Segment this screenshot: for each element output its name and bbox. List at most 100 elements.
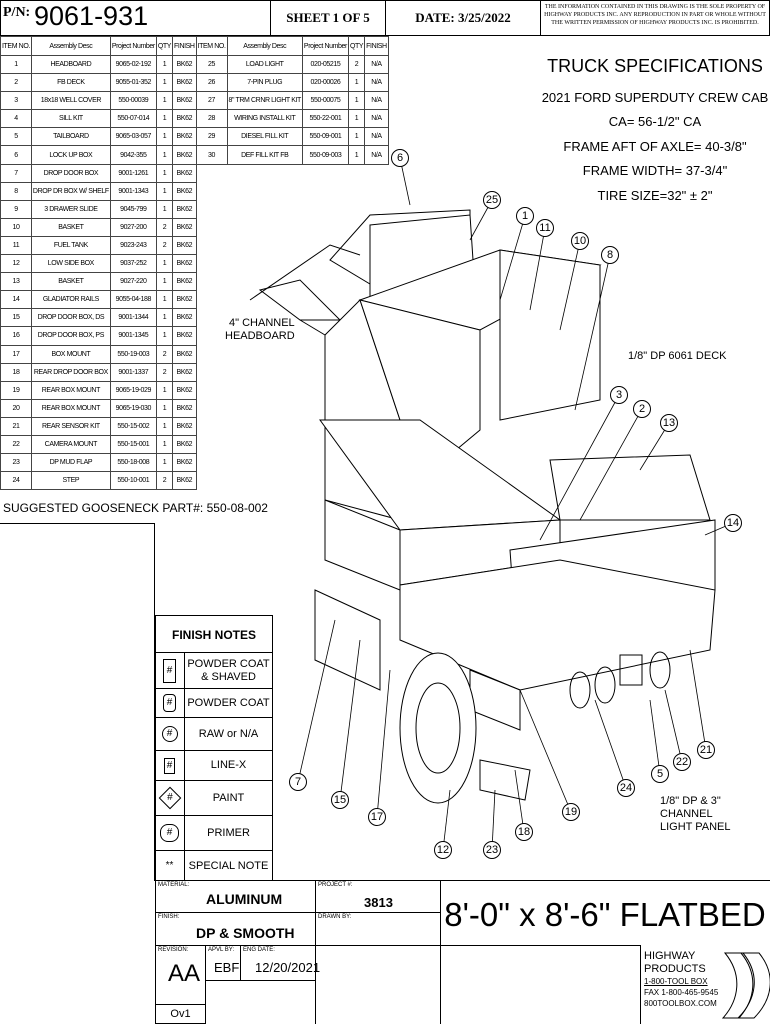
company-web: 800TOOLBOX.COM bbox=[644, 999, 717, 1008]
drawn-by-cell: DRAWN BY: bbox=[315, 912, 441, 946]
bom-cell: 1 bbox=[155, 91, 174, 111]
hex-symbol-icon: # bbox=[155, 689, 185, 717]
item-balloon: 5 bbox=[651, 765, 669, 783]
eng-date-cell: ENG DATE:12/20/2021 bbox=[240, 945, 320, 981]
item-balloon: 19 bbox=[562, 803, 580, 821]
circ-symbol-icon: # bbox=[155, 718, 185, 750]
pn-label: P/N: bbox=[3, 5, 31, 20]
highway-products-logo bbox=[722, 952, 770, 1019]
material-label: MATERIAL: bbox=[158, 882, 190, 888]
bom-cell: BK62 bbox=[172, 181, 197, 201]
sheet-number: SHEET 1 OF 5 bbox=[286, 10, 370, 25]
drawing-title: 8'-0" x 8'-6" FLATBED bbox=[444, 896, 766, 933]
finish-note-label: RAW or N/A bbox=[198, 727, 259, 740]
project-label: PROJECT #: bbox=[318, 882, 353, 888]
bom-cell: 2 bbox=[155, 235, 174, 256]
bom-cell: 1 bbox=[155, 127, 174, 147]
bom-cell: BK62 bbox=[172, 199, 197, 219]
revision-label: REVISION: bbox=[158, 947, 189, 953]
finish-note-label: LINE-X bbox=[210, 759, 247, 771]
item-balloon: 23 bbox=[483, 841, 501, 859]
bom-cell: 550-10-001 bbox=[109, 471, 157, 491]
leader-line bbox=[442, 789, 451, 851]
light-panel-callout: 1/8" DP & 3" CHANNEL LIGHT PANEL bbox=[660, 795, 731, 833]
item-balloon: 13 bbox=[660, 414, 678, 432]
bom-cell: 9001-1261 bbox=[109, 163, 157, 183]
leader-line bbox=[499, 215, 526, 301]
bom-cell: FUEL TANK bbox=[30, 235, 111, 256]
special-note-symbol: ** bbox=[155, 851, 185, 881]
oval-symbol-icon: # bbox=[155, 816, 185, 850]
leader-line bbox=[376, 669, 391, 818]
finish-cell: FINISH: DP & SMOOTH bbox=[155, 912, 316, 946]
item-balloon: 25 bbox=[483, 191, 501, 209]
leader-line bbox=[649, 699, 661, 775]
item-balloon: 6 bbox=[391, 149, 409, 167]
leader-line bbox=[559, 240, 581, 331]
bom-cell: 1 bbox=[347, 127, 366, 147]
bom-cell: BK62 bbox=[172, 163, 197, 183]
finish-note-label: PAINT bbox=[212, 791, 245, 804]
leader-line bbox=[529, 227, 546, 311]
revision-sub: Ov1 bbox=[155, 1004, 206, 1024]
bom-empty-cell bbox=[195, 200, 389, 219]
specs-title: TRUCK SPECIFICATIONS bbox=[547, 56, 763, 76]
finish-value: DP & SMOOTH bbox=[196, 925, 295, 941]
company-block: HIGHWAY PRODUCTS 1-800-TOOL BOX FAX 1-80… bbox=[644, 950, 718, 1009]
spec-line: CA= 56-1/2" CA bbox=[608, 114, 702, 129]
bom-cell: N/A bbox=[364, 145, 389, 165]
item-balloon: 15 bbox=[331, 791, 349, 809]
revision-cell: REVISION: AA bbox=[155, 945, 206, 1005]
bom-cell: DROP DOOR BOX bbox=[30, 163, 111, 183]
blank-cell bbox=[205, 980, 316, 1024]
finish-note-row: #POWDER COAT & SHAVED bbox=[155, 652, 272, 688]
bom-cell: 1 bbox=[155, 163, 174, 183]
finish-note-label: PRIMER bbox=[207, 826, 250, 839]
finish-note-row: # RAW or N/A bbox=[155, 717, 272, 750]
leader-line bbox=[297, 619, 336, 783]
project-value: 3813 bbox=[364, 895, 393, 910]
bom-cell: N/A bbox=[364, 127, 389, 147]
bom-empty-cell bbox=[195, 218, 389, 237]
item-balloon: 1 bbox=[516, 207, 534, 225]
drawn-by-label: DRAWN BY: bbox=[318, 914, 352, 920]
finish-note-row: **SPECIAL NOTE bbox=[155, 850, 272, 881]
gooseneck-note: SUGGESTED GOOSENECK PART#: 550-08-002 bbox=[3, 501, 268, 515]
apvl-value: EBF bbox=[214, 960, 240, 975]
bom-cell: 1 bbox=[155, 181, 174, 201]
project-cell: PROJECT #: 3813 bbox=[315, 880, 441, 913]
bom-cell: 8 bbox=[0, 181, 32, 201]
finish-note-label: SPECIAL NOTE bbox=[188, 859, 269, 872]
revision-value: AA bbox=[168, 960, 201, 987]
approved-by-cell: APVL BY:EBF bbox=[205, 945, 241, 981]
bom-cell: DIESEL FILL KIT bbox=[226, 127, 303, 147]
bom-empty-cell bbox=[195, 164, 389, 183]
material-cell: MATERIAL:ALUMINUM bbox=[155, 880, 316, 913]
leader-line bbox=[579, 408, 643, 521]
finish-label: FINISH: bbox=[158, 914, 180, 920]
dia-symbol-icon: # bbox=[155, 781, 185, 815]
headboard-callout: 4" CHANNEL HEADBOARD bbox=[225, 317, 295, 342]
bom-cell: 7-PIN PLUG bbox=[226, 73, 303, 93]
bom-cell: TAILBOARD bbox=[30, 127, 111, 147]
spec-line: TIRE SIZE=32" ± 2" bbox=[597, 188, 713, 203]
item-balloon: 14 bbox=[724, 514, 742, 532]
eng-date-value: 12/20/2021 bbox=[255, 960, 321, 975]
bom-cell: 1 bbox=[155, 398, 174, 418]
company-fax: FAX 1-800-465-9545 bbox=[644, 988, 719, 997]
finish-note-row: # PRIMER bbox=[155, 815, 272, 850]
leader-line bbox=[689, 649, 707, 751]
date: DATE: 3/25/2022 bbox=[415, 10, 511, 25]
company-name: PRODUCTS bbox=[644, 963, 706, 975]
item-balloon: 22 bbox=[673, 753, 691, 771]
